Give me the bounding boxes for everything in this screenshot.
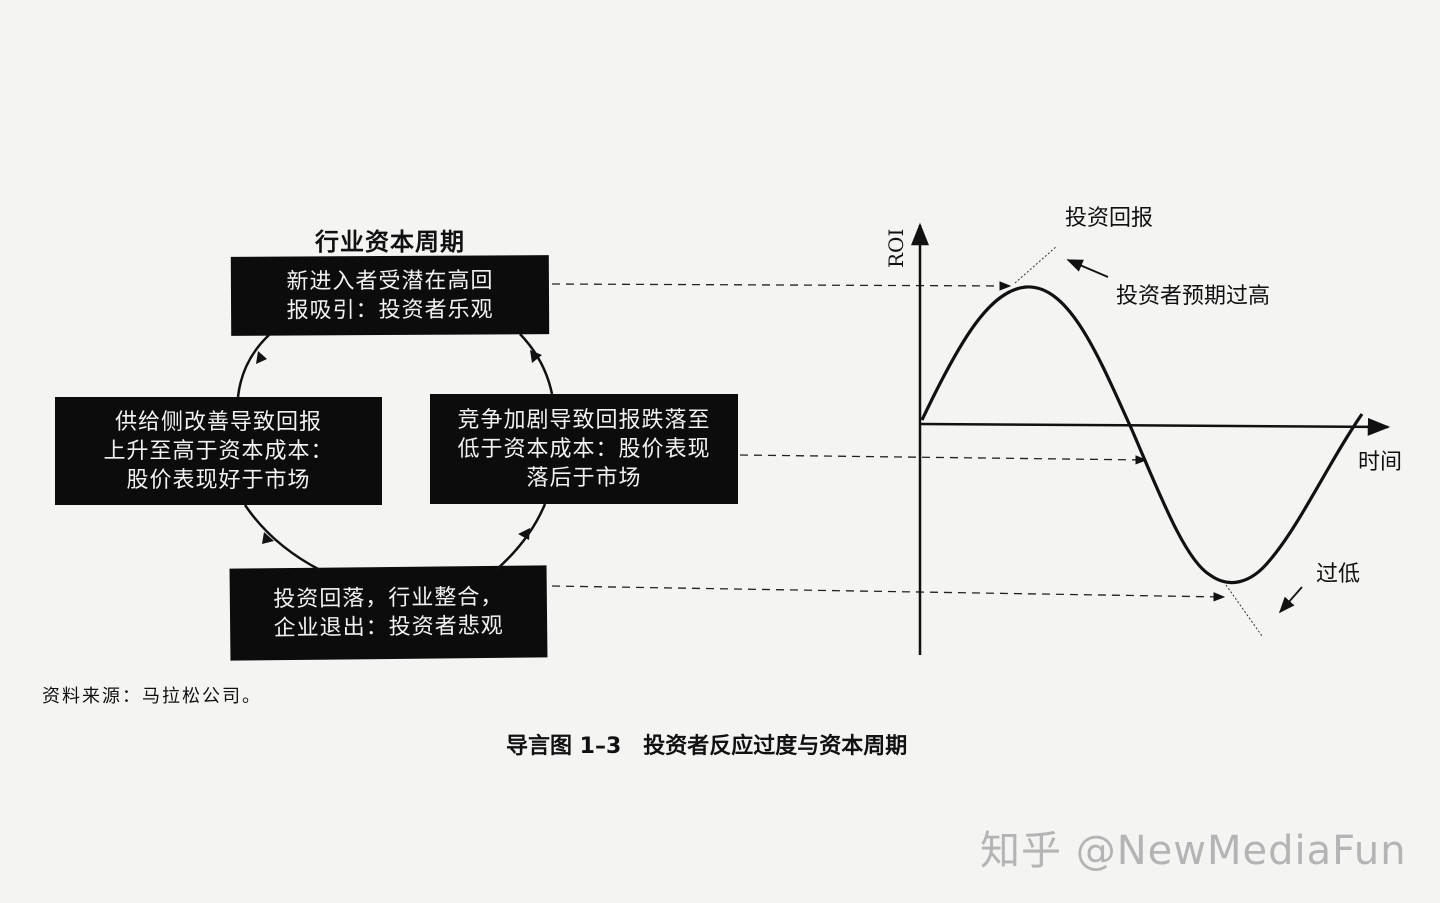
annotation-low: 过低 [1316, 562, 1361, 587]
box-line: 竞争加剧导致回报跌落至 [457, 407, 711, 433]
arc-bottom-left [243, 504, 321, 572]
roi-curve [920, 285, 1364, 585]
low-expectation-arrow [1278, 586, 1303, 614]
source-note: 资料来源：马拉松公司。 [42, 686, 262, 707]
box-line: 落后于市场 [526, 465, 642, 491]
arc-right-bottom [495, 503, 547, 571]
x-axis [919, 417, 1391, 436]
arc-left-top [236, 333, 271, 398]
cycle-title: 行业资本周期 [315, 228, 465, 256]
cycle-arrowheads [256, 350, 542, 544]
watermark: 知乎 @NewMediaFun [980, 828, 1407, 874]
box-line: 低于资本成本：股价表现 [457, 436, 711, 462]
y-axis-label: ROI [884, 228, 908, 268]
cycle-box-competition: 竞争加剧导致回报跌落至 低于资本成本：股价表现 落后于市场 [430, 394, 738, 504]
arc-top-right [519, 333, 554, 395]
curve-label: 投资回报 [1065, 206, 1154, 231]
tangent-lines [1014, 245, 1263, 637]
box-line: 上升至高于资本成本： [103, 438, 334, 464]
cycle-arrows [236, 333, 554, 572]
figure-caption: 导言图 1–3 投资者反应过度与资本周期 [506, 734, 908, 759]
x-axis-label: 时间 [1358, 450, 1403, 475]
box-line: 供给侧改善导致回报 [114, 409, 322, 435]
annotation-high: 投资者预期过高 [1116, 284, 1271, 309]
box-line: 股价表现好于市场 [126, 467, 311, 493]
dashed-connectors [551, 281, 1226, 602]
high-expectation-arrow [1066, 259, 1109, 278]
chart-axes [911, 222, 1391, 655]
cycle-box-supply-improvement: 供给侧改善导致回报 上升至高于资本成本： 股价表现好于市场 [55, 397, 382, 505]
